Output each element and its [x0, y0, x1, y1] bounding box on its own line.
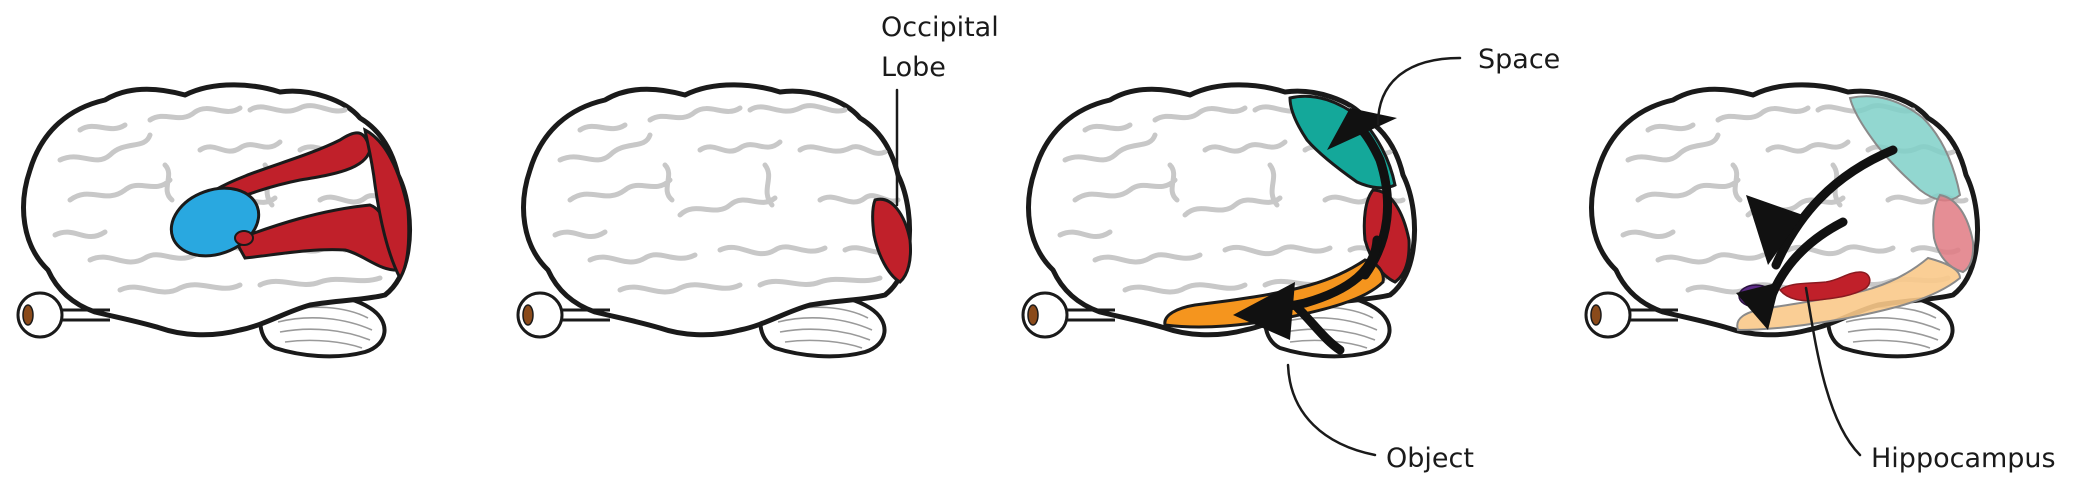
hippo-arrow-head-1 — [1746, 195, 1803, 265]
ventral-arrow-tail — [1290, 300, 1345, 355]
ventral-arrow-head — [1233, 282, 1295, 340]
brain-panel-pathway — [18, 85, 410, 356]
ventral-faded-orange — [1736, 256, 1962, 332]
dorsal-arrow-head — [1327, 108, 1397, 150]
hippo-arrow-shaft-1 — [1771, 145, 1898, 270]
brain-panel-hippocampus — [1586, 85, 1978, 356]
occipital-label-line1: Occipital — [881, 12, 999, 43]
brain-panel-occipital — [518, 85, 911, 356]
brain-panel-streams — [1023, 85, 1415, 356]
hippocampus-red — [1778, 271, 1871, 302]
occipital-lobe-region — [871, 197, 912, 284]
occipital-faded-red — [1932, 193, 1975, 274]
occipital-label-line2: Lobe — [881, 52, 946, 83]
occipital-patch-1 — [362, 127, 411, 282]
space-pointer — [1376, 56, 1462, 126]
hippo-arrow-head-2 — [1736, 282, 1780, 330]
hippocampus-pointer — [1804, 286, 1862, 457]
object-label: Object — [1386, 443, 1474, 474]
space-label: Space — [1478, 44, 1560, 75]
lgn-red-dot — [234, 230, 254, 246]
hippocampus-label: Hippocampus — [1871, 443, 2056, 474]
object-pointer — [1286, 363, 1377, 457]
